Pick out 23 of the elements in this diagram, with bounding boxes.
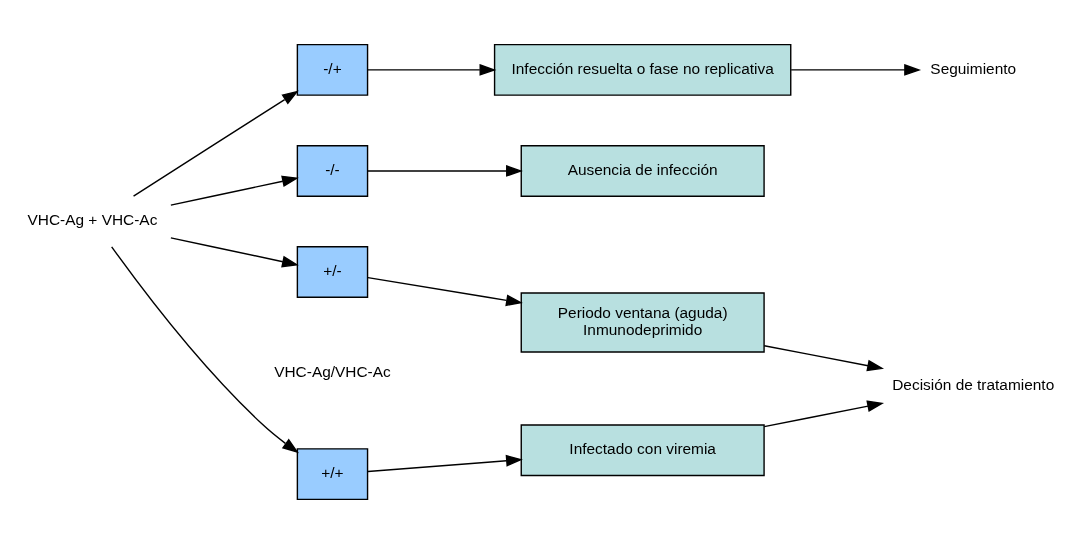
arrow bbox=[763, 399, 884, 427]
label: VHC-Ag/VHC-Ac bbox=[274, 362, 391, 380]
node-text: Seguimiento bbox=[930, 59, 1017, 77]
arrow bbox=[367, 276, 523, 306]
arrow bbox=[367, 164, 523, 177]
node-text: VHC-Ag + VHC-Ac bbox=[27, 210, 158, 228]
arrow bbox=[132, 90, 299, 197]
node-box: -/+ bbox=[296, 43, 369, 96]
node-box: Infectado con viremia bbox=[520, 423, 765, 476]
arrow bbox=[111, 245, 299, 453]
arrow bbox=[790, 63, 922, 76]
arrow bbox=[367, 454, 523, 472]
arrow bbox=[367, 63, 497, 76]
node-box: Periodo ventana (aguda) Inmunodeprimido bbox=[520, 291, 765, 353]
node-box: Ausencia de infección bbox=[520, 144, 765, 197]
arrow bbox=[763, 344, 885, 371]
node-box: +/- bbox=[296, 245, 369, 298]
arrow bbox=[170, 175, 299, 206]
node-box: Infección resuelta o fase no replicativa bbox=[493, 43, 792, 96]
node-box: -/- bbox=[296, 144, 369, 197]
arrow bbox=[170, 236, 299, 267]
node-box: +/+ bbox=[296, 447, 369, 500]
node-text: Decisión de tratamiento bbox=[892, 375, 1055, 393]
